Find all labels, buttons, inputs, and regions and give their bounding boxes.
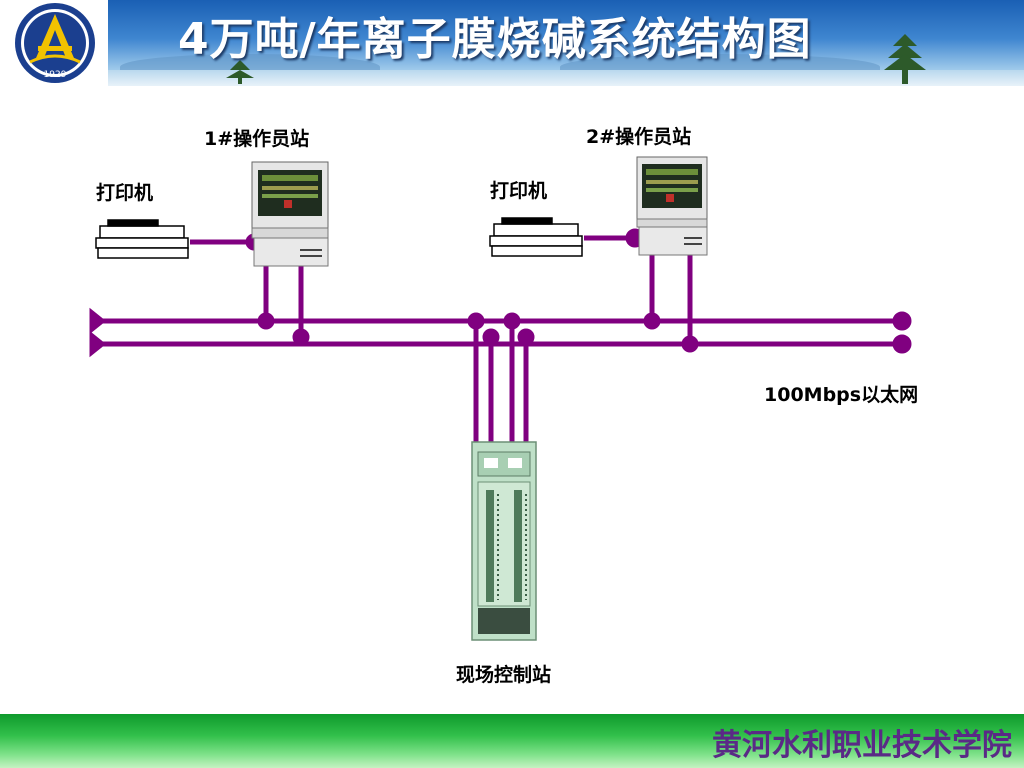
- printer-1-label: 打印机: [96, 182, 154, 204]
- printer-2-icon: [489, 217, 583, 257]
- college-emblem-icon: 1929: [15, 3, 95, 83]
- bus-a-end-node: [892, 311, 912, 331]
- field-control-station-label: 现场控制站: [456, 664, 552, 686]
- footer-institution-name: 黄河水利职业技术学院: [712, 728, 1012, 763]
- operator-station-1-computer-icon: [251, 161, 329, 267]
- printer-1-icon: [95, 219, 189, 259]
- printer-2-label: 打印机: [490, 180, 548, 202]
- footer-bar: [0, 714, 1024, 768]
- page-title: 4万吨/年离子膜烧碱系统结构图: [178, 14, 812, 65]
- network-label: 100Mbps以太网: [764, 384, 919, 406]
- header-banner: [0, 0, 1024, 86]
- system-diagram: [89, 156, 912, 641]
- operator-station-2-label: 2#操作员站: [586, 126, 692, 148]
- bus-a-terminator: [89, 307, 107, 335]
- bus-b-end-node: [892, 334, 912, 354]
- operator-station-2-computer-icon: [636, 156, 708, 256]
- field-control-station-cabinet-icon: [471, 441, 537, 641]
- banner-trees: [226, 34, 926, 84]
- operator-station-1-label: 1#操作员站: [204, 128, 310, 150]
- banner-ground: [0, 70, 1024, 86]
- college-logo: 1929: [0, 0, 108, 86]
- bus-b-terminator: [89, 330, 107, 358]
- emblem-year: 1929: [44, 70, 67, 80]
